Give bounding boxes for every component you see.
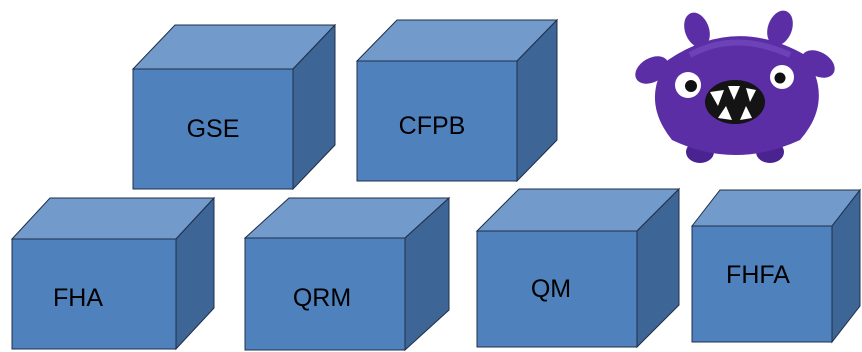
cube-label: FHA xyxy=(53,284,103,312)
cube-box: CFPB xyxy=(355,18,559,183)
cube-label: CFPB xyxy=(399,112,466,140)
cube-label: FHFA xyxy=(726,261,790,289)
cube-front-face xyxy=(356,60,518,182)
cube-label: QM xyxy=(531,275,571,303)
purple-plush-monster-icon xyxy=(635,10,835,163)
cubes-layer: GSE CFPB FHA QRM QM FHFA xyxy=(10,18,862,352)
cube-front-face xyxy=(476,230,638,348)
cube-front-face xyxy=(691,225,833,343)
cube-front-face xyxy=(11,238,177,350)
cube-box: QRM xyxy=(243,196,451,352)
cube-box: FHA xyxy=(10,196,216,351)
cube-label: GSE xyxy=(187,115,240,143)
cube-top-face xyxy=(690,189,862,227)
cube-box: QM xyxy=(475,187,681,349)
cube-label: QRM xyxy=(293,284,351,312)
cube-front-face xyxy=(132,68,294,190)
cube-box: GSE xyxy=(131,23,337,191)
cube-box: FHFA xyxy=(690,188,862,344)
cube-front-face xyxy=(244,237,406,351)
